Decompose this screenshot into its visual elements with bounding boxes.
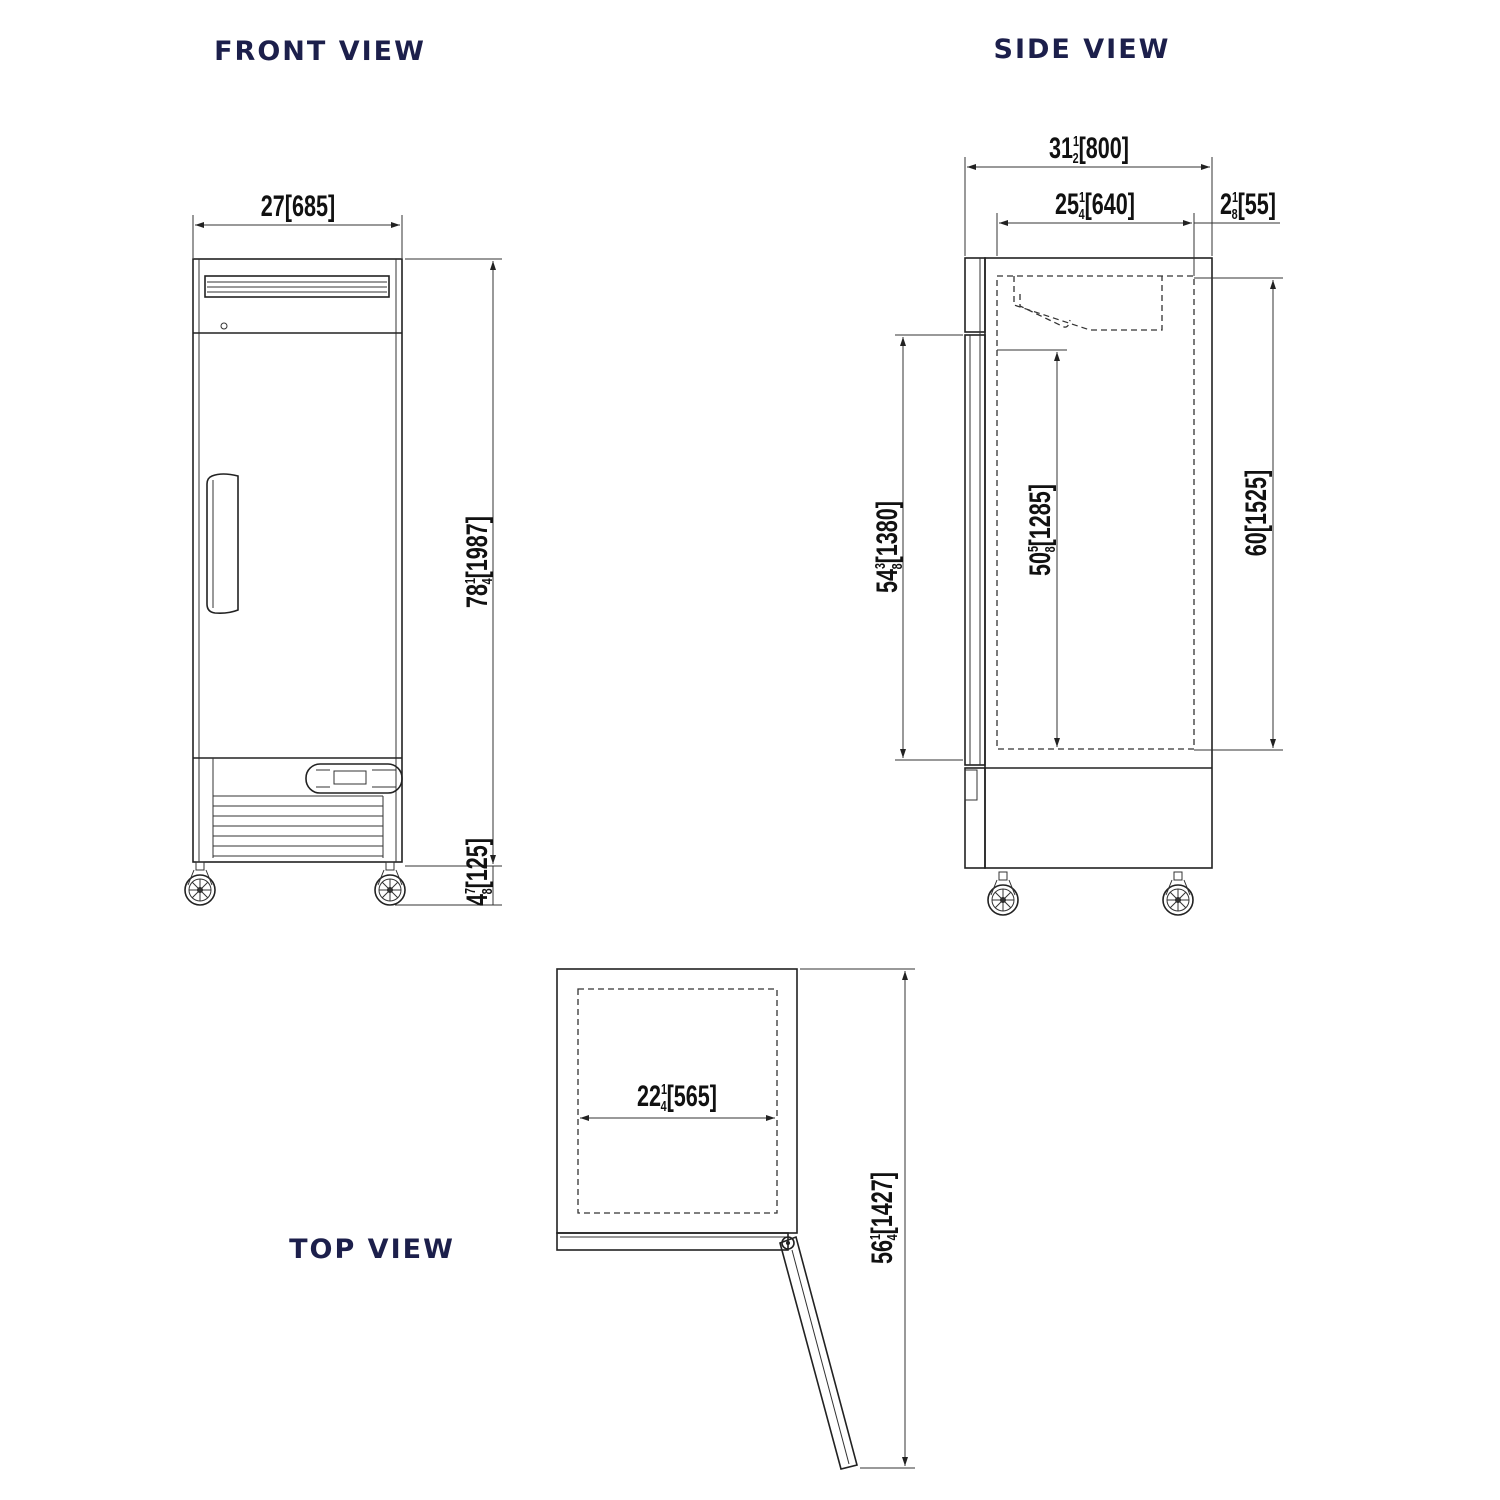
caster-wheel: [1162, 871, 1194, 916]
hinge-icon: [781, 1236, 795, 1250]
top-view-drawing: [556, 968, 858, 1470]
interior-height-label: 5058[1285]: [1022, 484, 1058, 576]
top-view-title: TOP VIEW: [289, 1234, 455, 1265]
lock-icon: [220, 322, 228, 330]
side-dimension-lines: [895, 157, 1283, 761]
front-dimension-lines: [192, 215, 502, 906]
front-height-label: 7814[1987]: [459, 516, 495, 608]
door-height-label: 5438[1380]: [869, 501, 905, 593]
caster-wheel: [184, 861, 216, 906]
cabinet-height-label: 60[1525]: [1238, 470, 1272, 556]
open-door: [779, 1235, 858, 1470]
door-handle: [206, 473, 239, 614]
door-open-depth-label: 5614[1427]: [864, 1172, 900, 1264]
side-view-drawing: [964, 257, 1213, 916]
caster-wheel: [374, 861, 406, 906]
top-dimension-lines: [580, 968, 915, 1469]
control-panel: [305, 763, 403, 794]
front-view-drawing: [184, 258, 406, 906]
caster-height-label: 478[125]: [459, 838, 495, 906]
side-view-title: SIDE VIEW: [994, 34, 1171, 65]
front-view-title: FRONT VIEW: [214, 36, 426, 67]
caster-wheel: [987, 871, 1019, 916]
front-width-label: 27[685]: [261, 188, 335, 222]
